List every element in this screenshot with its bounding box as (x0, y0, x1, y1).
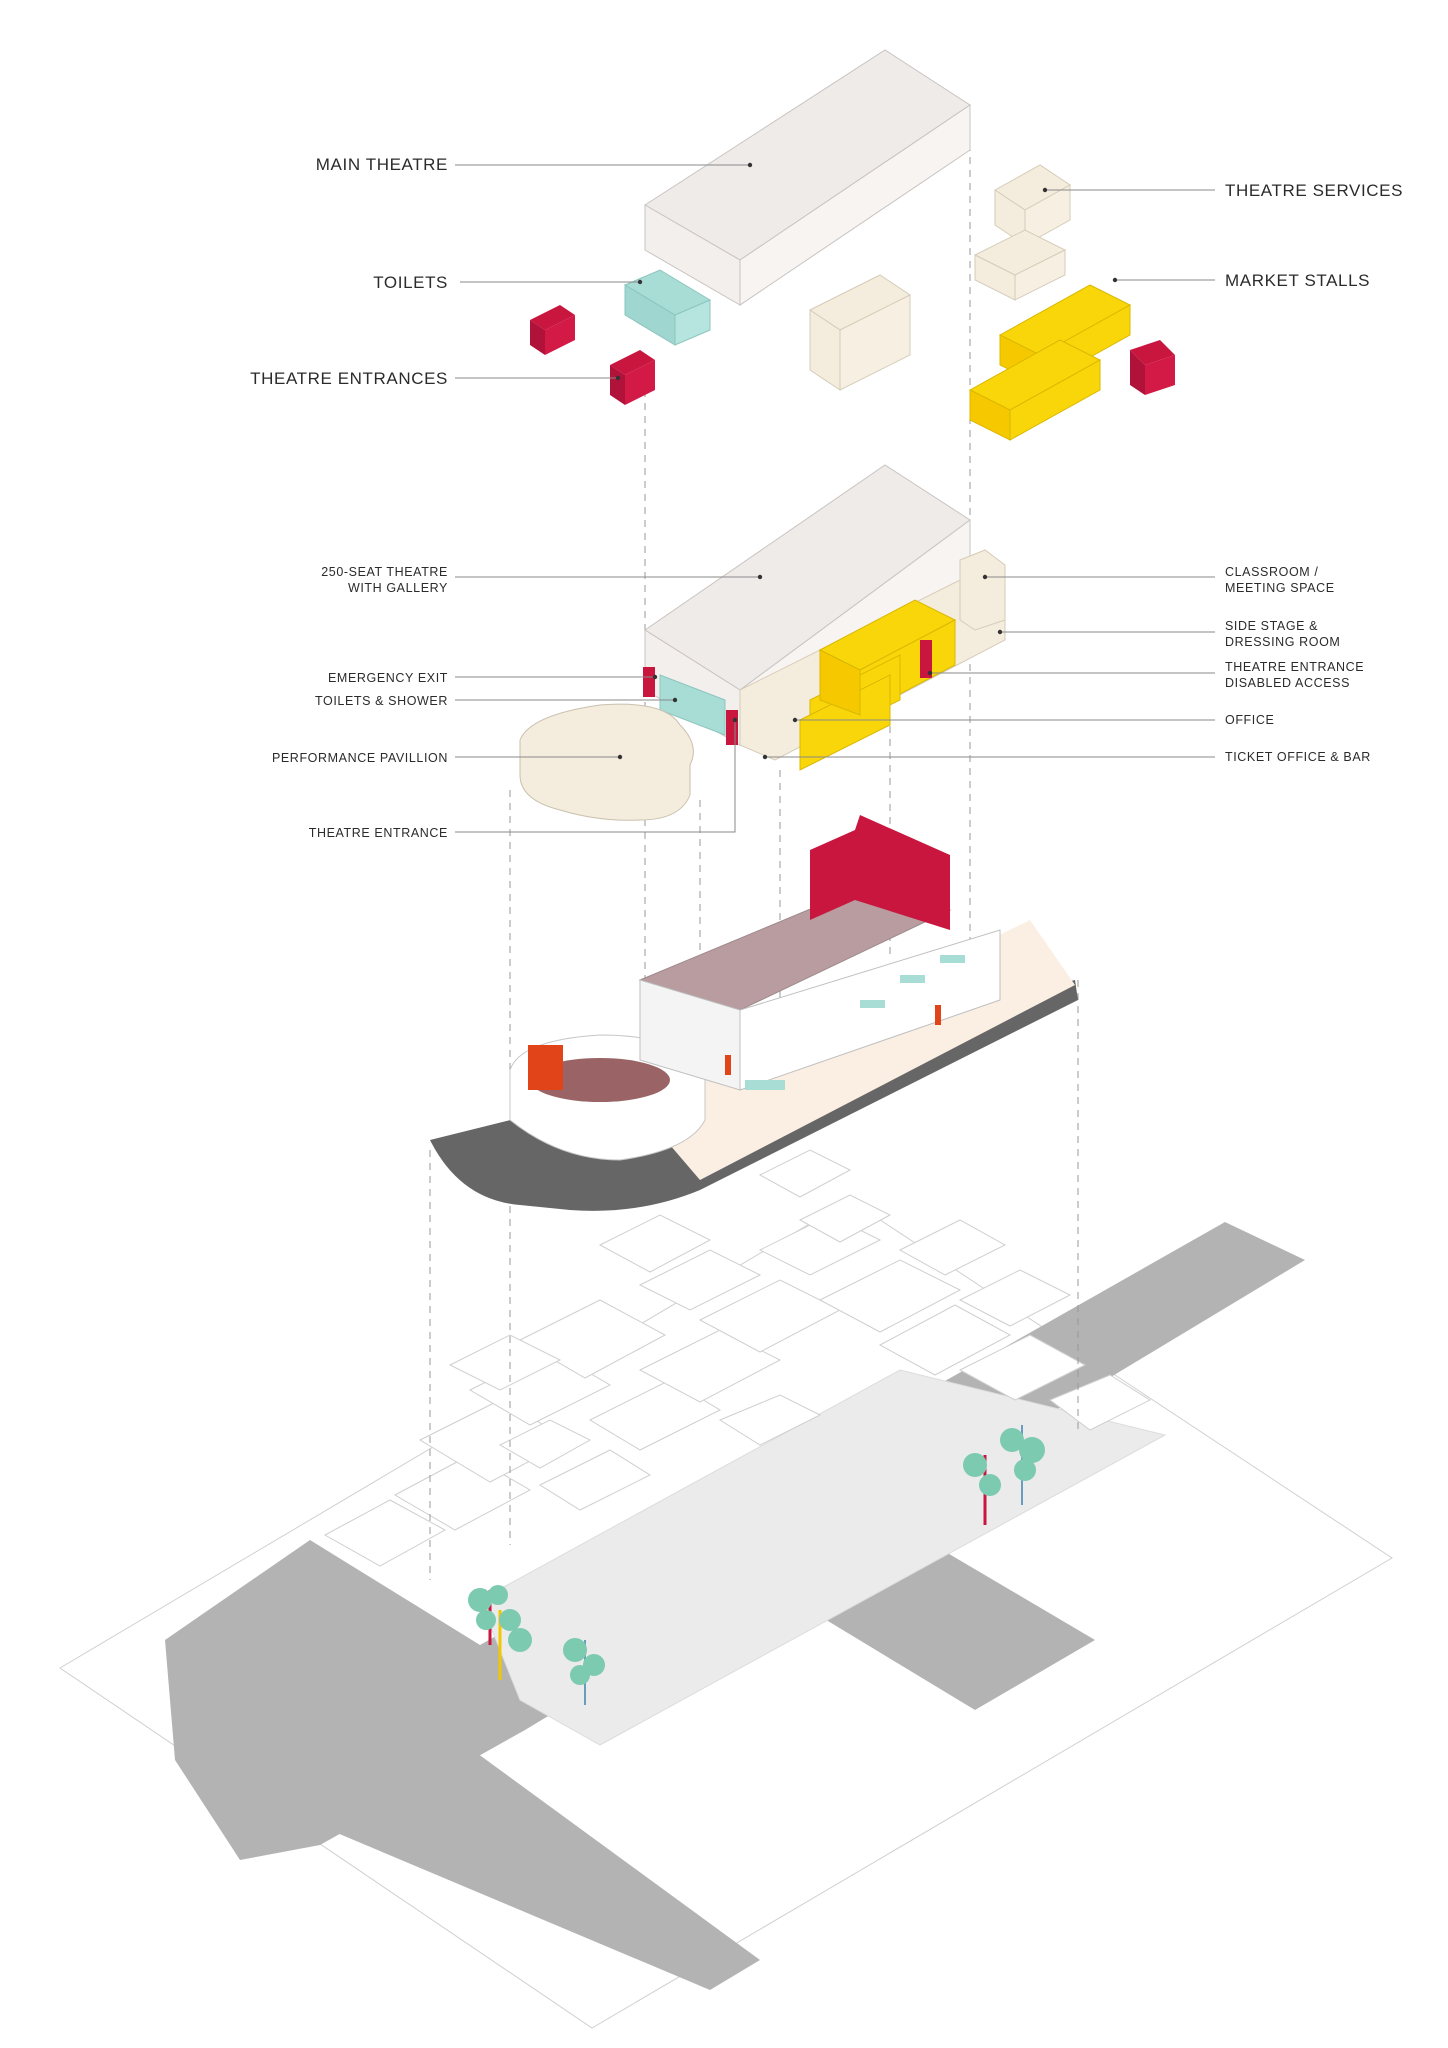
label-theatre-entrances: THEATRE ENTRANCES (250, 369, 448, 388)
label-main-theatre: MAIN THEATRE (316, 155, 448, 174)
label-classroom: CLASSROOM / (1225, 565, 1318, 579)
label-toilets: TOILETS (373, 273, 448, 292)
disabled-entrance-block (920, 640, 932, 678)
label-theatre-entrance: THEATRE ENTRANCE (309, 826, 448, 840)
window-1 (860, 1000, 885, 1008)
tree-5 (1000, 1425, 1045, 1505)
red-flytower-side (855, 815, 950, 930)
tree-2 (498, 1609, 532, 1680)
tree-1 (468, 1585, 508, 1645)
theatre-model-side (739, 929, 1001, 1091)
label-with-gallery: WITH GALLERY (348, 581, 448, 595)
window-2 (900, 975, 925, 983)
red-flytower-front (810, 830, 855, 920)
road-corner (320, 1645, 528, 1748)
programme-layer (519, 464, 1006, 821)
toilets-shower-block (659, 674, 726, 736)
label-performance-pavillion: PERFORMANCE PAVILLION (272, 751, 448, 765)
window-3 (940, 955, 965, 963)
door-2 (935, 1005, 941, 1025)
leader-lines (455, 162, 1215, 833)
label-office: OFFICE (1225, 713, 1274, 727)
label-theatre-services: THEATRE SERVICES (1225, 181, 1403, 200)
side-road-left (330, 1748, 760, 1990)
label-side-stage: SIDE STAGE & (1225, 619, 1318, 633)
toilets-massing (623, 269, 712, 346)
entrances-massing (530, 305, 1175, 405)
classroom-block (959, 549, 1006, 631)
tree-3 (563, 1638, 605, 1705)
door-1 (725, 1055, 731, 1075)
performance-pavillion-shape (519, 703, 694, 821)
label-emergency-exit: EMERGENCY EXIT (328, 671, 448, 685)
main-theatre-side (739, 104, 971, 306)
theatre-services-massing (809, 164, 1071, 391)
emergency-exit-block (643, 667, 655, 697)
theatre-entrance-block (726, 710, 738, 745)
label-250-seat-theatre: 250-SEAT THEATRE (321, 565, 448, 579)
pavillion-floor (530, 1058, 670, 1102)
trees (468, 1425, 1045, 1705)
label-market-stalls: MARKET STALLS (1225, 271, 1370, 290)
label-ticket-office: TICKET OFFICE & BAR (1225, 750, 1371, 764)
massing-layer (530, 49, 1175, 441)
labels: MAIN THEATRE TOILETS THEATRE ENTRANCES T… (250, 155, 1403, 840)
label-theatre-entrance-da: THEATRE ENTRANCE (1225, 660, 1364, 674)
label-dressing-room: DRESSING ROOM (1225, 635, 1340, 649)
site-lot (479, 1369, 1167, 1746)
building-model-layer (430, 815, 1078, 1211)
pavillion-orange-wall (528, 1045, 563, 1090)
label-toilets-shower: TOILETS & SHOWER (315, 694, 448, 708)
label-disabled-access: DISABLED ACCESS (1225, 676, 1350, 690)
site-plan-layer (59, 1149, 1393, 2029)
label-meeting-space: MEETING SPACE (1225, 581, 1335, 595)
context-buildings (323, 1149, 1152, 1567)
market-stalls-massing (968, 284, 1132, 441)
green-canopy (745, 1080, 785, 1090)
tree-4 (963, 1453, 1001, 1525)
